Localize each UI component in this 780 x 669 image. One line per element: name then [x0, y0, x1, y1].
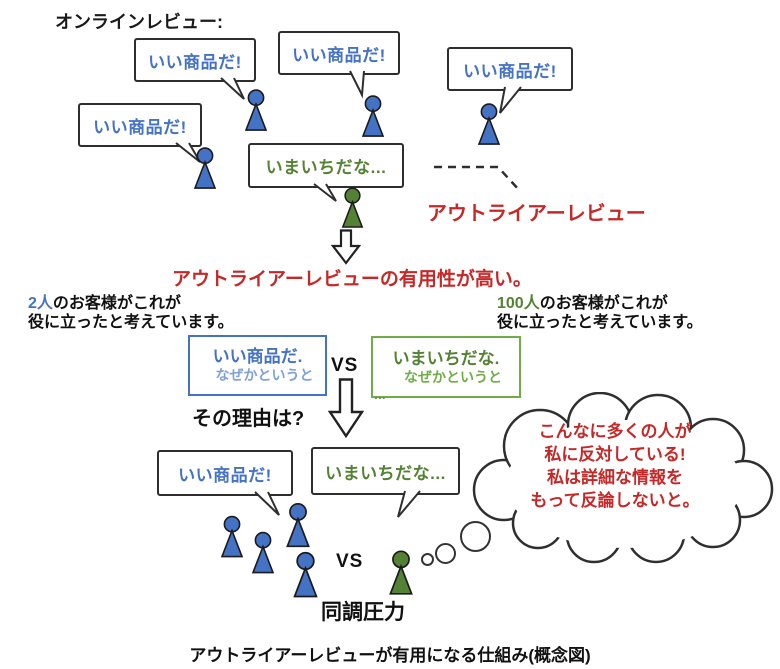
review-box-positive-line1: いい商品だ.: [212, 347, 303, 367]
bubble-tail: [220, 77, 245, 100]
figure-caption: アウトライアーレビューが有用になる仕組み(概念図): [189, 646, 591, 665]
review-box-negative-line2: なぜかというと: [404, 368, 502, 385]
helpful-note-right-line1: のお客様がこれが: [539, 295, 668, 312]
speech-bubble: いまいちだな...: [248, 143, 404, 202]
bubble-tail: [397, 490, 421, 518]
speech-bubble: いい商品だ!: [447, 47, 573, 114]
cloud-text-line: 私に反対している!: [544, 445, 686, 464]
cloud-text-line: 私は詳細な情報を: [547, 468, 683, 487]
usefulness-headline: アウトライアーレビューの有用性が高い。: [172, 269, 532, 290]
thought-trail-circle: [421, 553, 434, 566]
bubble-tail: [499, 86, 522, 114]
bubble-tail: [349, 70, 365, 99]
person-blue-icon: [288, 551, 323, 599]
diagram-title: オンラインレビュー:: [55, 12, 223, 32]
person-blue-icon: [216, 515, 248, 559]
thought-trail-circle: [435, 543, 456, 564]
bubble-text: いい商品だ!: [463, 61, 557, 81]
person-blue-icon: [189, 146, 221, 191]
speech-bubble: いい商品だ!: [278, 31, 400, 99]
speech-bubble: いい商品だ!: [157, 450, 293, 516]
bubble-text: いまいちだな...: [265, 158, 387, 177]
cloud-text: こんなに多くの人が 私に反対している! 私は詳細な情報を もって反論しないと。: [480, 420, 750, 512]
review-box-negative-line1: いまいちだな.: [392, 348, 500, 368]
review-box-negative: いまいちだな. なぜかというと: [371, 336, 521, 398]
down-arrow-icon: [331, 229, 361, 265]
bubble-text: いい商品だ!: [148, 52, 242, 72]
speech-bubble: いまいちだな...: [311, 447, 460, 518]
vs-label: VS: [336, 551, 364, 572]
peer-pressure-label: 同調圧力: [321, 601, 405, 624]
person-blue-icon: [247, 531, 279, 575]
outlier-review-label: アウトライアーレビュー: [427, 203, 646, 225]
person-blue-icon: [357, 94, 389, 139]
cloud-text-line: こんなに多くの人が: [538, 422, 692, 441]
dashed-connector-line: [434, 165, 521, 192]
vs-label: VS: [331, 355, 359, 376]
person-blue-icon: [281, 502, 315, 549]
helpful-note-left-line2: 役に立ったと考えています。: [28, 314, 234, 331]
review-box-negative-overflow: ...: [374, 386, 386, 402]
helpful-note-left-line1: のお客様がこれが: [52, 295, 181, 312]
down-arrow-icon: [328, 378, 364, 438]
person-blue-icon: [240, 88, 272, 133]
cloud-text-line: もって反論しないと。: [530, 491, 700, 510]
helpful-note-right-line2: 役に立ったと考えています。: [497, 314, 703, 331]
helpful-count-right: 100人: [497, 295, 540, 312]
helpful-note-left: 2人のお客様がこれが 役に立ったと考えています。: [28, 294, 234, 332]
bubble-text: いい商品だ!: [178, 465, 272, 485]
person-green-icon: [384, 550, 418, 596]
bubble-text: いい商品だ!: [292, 45, 386, 65]
review-box-positive: いい商品だ. なぜかというと: [188, 335, 327, 396]
thought-trail-circle: [460, 521, 491, 552]
speech-bubble: いい商品だ!: [78, 103, 202, 163]
helpful-note-right: 100人のお客様がこれが 役に立ったと考えています。: [497, 294, 703, 332]
speech-bubble: いい商品だ!: [134, 38, 256, 100]
bubble-tail: [254, 491, 280, 516]
bubble-text: いまいちだな...: [325, 463, 446, 483]
review-box-positive-line2: なぜかというと: [215, 367, 314, 384]
bubble-text: いい商品だ!: [93, 117, 187, 137]
bubble-tail: [313, 183, 337, 202]
person-green-icon: [337, 186, 368, 230]
person-blue-icon: [473, 102, 505, 147]
helpful-count-left: 2人: [28, 295, 53, 312]
reason-question: その理由は?: [192, 408, 305, 430]
thought-cloud: [472, 392, 774, 564]
